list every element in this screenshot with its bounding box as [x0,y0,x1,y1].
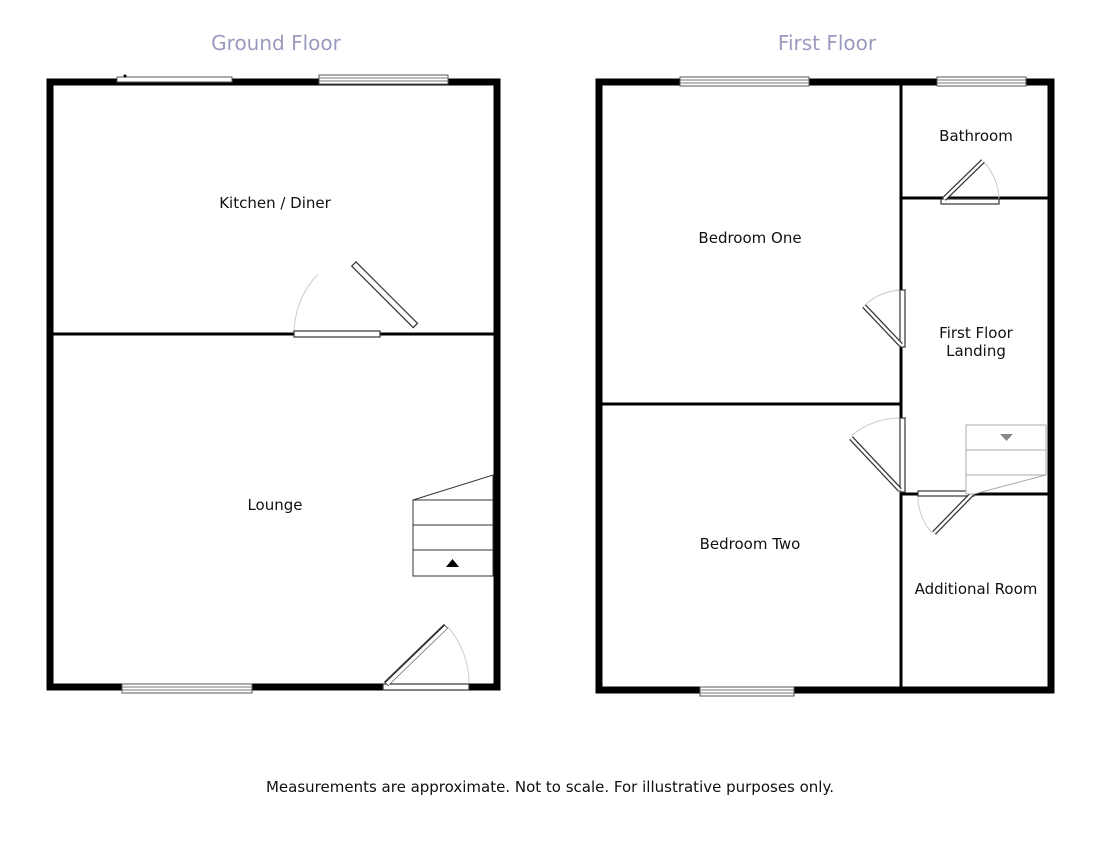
window [121,683,253,694]
room-label-landing-line2: Landing [946,342,1006,360]
door [862,289,906,348]
arrow-up-icon [446,559,459,567]
door [940,159,1000,205]
window [318,74,449,85]
outer-wall [595,78,1055,694]
room-label-bedroom-two: Bedroom Two [700,535,801,553]
door [382,623,470,691]
first-floor-plan: Bathroom Bedroom One First Floor Landing… [595,76,1055,697]
disclaimer-note: Measurements are approximate. Not to sca… [266,778,834,796]
floor-title-first: First Floor [778,31,877,55]
door [917,490,975,535]
room-label-lounge: Lounge [247,496,302,514]
window [116,74,233,83]
window [936,76,1027,87]
room-label-landing-line1: First Floor [939,324,1013,342]
ground-floor-plan: Kitchen / Diner Lounge [46,74,501,694]
window [699,686,795,697]
room-label-bathroom: Bathroom [939,127,1013,145]
door [293,261,419,338]
window [679,76,810,87]
room-label-additional-room: Additional Room [915,580,1038,598]
room-label-bedroom-one: Bedroom One [698,229,801,247]
floor-title-ground: Ground Floor [211,31,341,55]
staircase [965,424,1047,495]
outer-wall [46,78,501,691]
staircase [412,474,494,577]
door [849,417,906,493]
arrow-down-icon [1000,434,1013,441]
room-label-kitchen-diner: Kitchen / Diner [219,194,331,212]
